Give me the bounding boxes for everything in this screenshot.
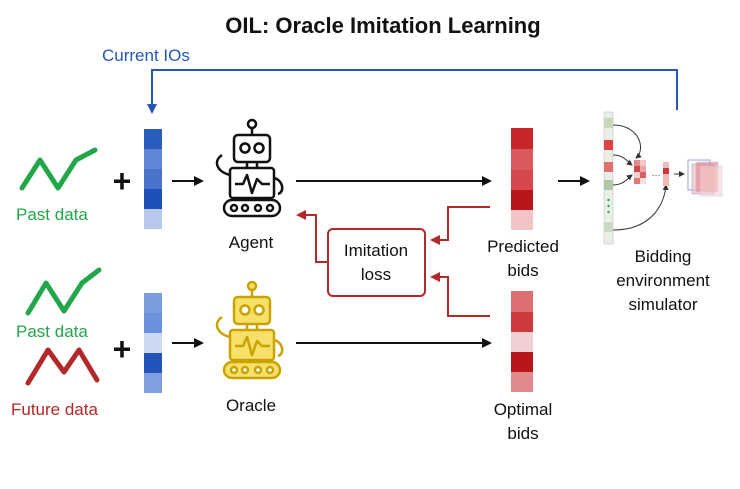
imitation-loss-label-line2: loss bbox=[361, 265, 391, 284]
optimal-bids-label-line1: Optimal bbox=[494, 400, 553, 419]
predicted-bids-label-line2: bids bbox=[507, 261, 538, 280]
arrow-predicted-bids-to-loss bbox=[430, 206, 490, 245]
oracle-label: Oracle bbox=[226, 396, 276, 415]
simulator-label-line2: environment bbox=[616, 271, 710, 290]
imitation-loss-box bbox=[327, 228, 426, 297]
agent-robot-icon bbox=[215, 118, 284, 218]
arrow-loss-to-agent bbox=[296, 210, 328, 263]
plus-sign-top: + bbox=[113, 163, 132, 199]
predicted-bids-label-line1: Predicted bbox=[487, 237, 559, 256]
diagram-title: OIL: Oracle Imitation Learning bbox=[225, 13, 540, 38]
optimal-bids-label-line2: bids bbox=[507, 424, 538, 443]
current-input-vector bbox=[144, 129, 162, 229]
simulator-label-line1: Bidding bbox=[635, 247, 692, 266]
simulator-label-line3: simulator bbox=[629, 295, 698, 314]
plus-sign-bottom: + bbox=[113, 331, 132, 367]
current-ios-arrow bbox=[147, 69, 678, 114]
bidding-simulator-network-icon: ··· bbox=[603, 111, 723, 245]
agent-label: Agent bbox=[229, 233, 274, 252]
oracle-robot-icon bbox=[215, 280, 284, 380]
past-data-sparkline-icon bbox=[19, 147, 98, 191]
imitation-loss-label-line1: Imitation bbox=[344, 241, 408, 260]
optimal-bids-vector bbox=[511, 291, 533, 392]
future-data-sparkline-icon bbox=[25, 347, 100, 386]
future-data-label: Future data bbox=[11, 400, 98, 419]
oracle-input-vector bbox=[144, 293, 162, 393]
arrow-optimal-bids-to-loss bbox=[430, 272, 490, 317]
past-data-label-bottom: Past data bbox=[16, 322, 88, 341]
current-ios-label: Current IOs bbox=[102, 46, 190, 65]
past-data-sparkline-icon-bottom bbox=[25, 267, 102, 316]
past-data-label-top: Past data bbox=[16, 205, 88, 224]
predicted-bids-vector bbox=[511, 128, 533, 230]
simulator-ellipsis: ··· bbox=[652, 170, 661, 180]
